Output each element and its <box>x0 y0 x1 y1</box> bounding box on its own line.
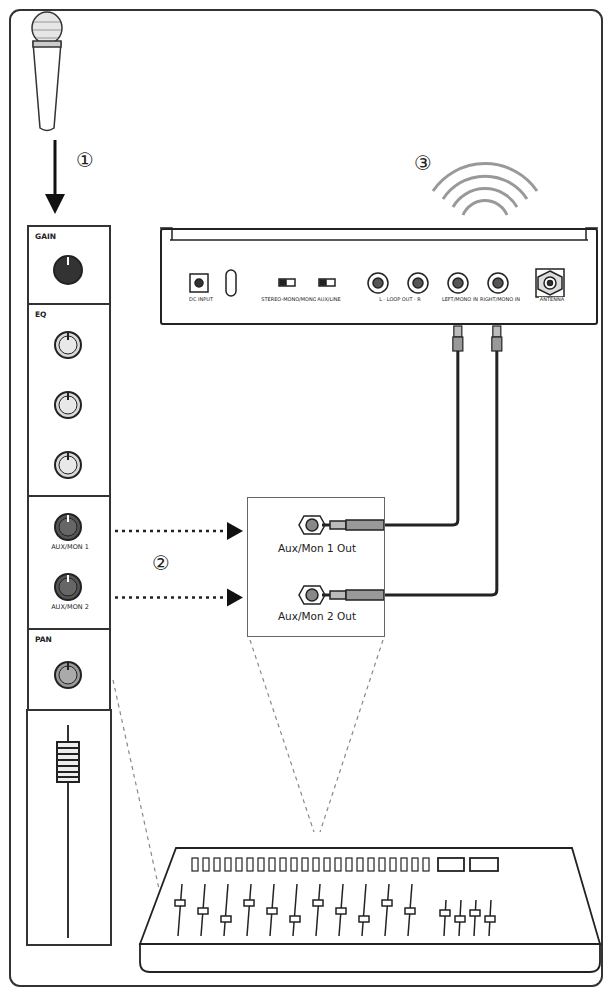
gain-section: GAIN <box>27 225 111 305</box>
wireless-waves <box>433 164 537 215</box>
eq-section: EQ <box>27 305 111 497</box>
aux-mon-2-control: AUX/MON 2 <box>27 565 111 630</box>
pan-section: PAN <box>27 630 111 710</box>
signal-arrow <box>115 522 243 540</box>
aux-output-panel: Aux/Mon 1 OutAux/Mon 2 Out <box>247 497 385 637</box>
callout-number: ③ <box>414 153 432 173</box>
port-label: STEREO-MONO/MONO <box>260 297 317 303</box>
output-jacks <box>299 516 384 604</box>
port-label: DC INPUT <box>188 297 214 303</box>
control-label: AUX/MON 1 <box>51 544 89 551</box>
port-label: AUX/LINE <box>316 297 341 303</box>
signal-arrow <box>45 140 65 214</box>
control-label: GAIN <box>35 233 56 241</box>
output-label: Aux/Mon 1 Out <box>278 543 356 555</box>
microphone <box>32 12 62 131</box>
audio-cable <box>385 326 463 525</box>
port-label: RIGHT/MONO IN <box>479 297 521 303</box>
aux-mon-1-control: AUX/MON 1 <box>27 497 111 565</box>
port-label: L · LOOP OUT · R <box>378 297 422 303</box>
control-label: PAN <box>35 636 52 644</box>
callout-number: ② <box>152 553 170 573</box>
channel-fader <box>27 710 111 945</box>
control-label: EQ <box>35 311 47 319</box>
mixing-console <box>140 848 600 972</box>
port-label: ANTENNA <box>539 297 565 303</box>
wireless-transmitter: DC INPUT STEREO-MONO/MONOAUX/LINE L · LOOP… <box>160 228 598 325</box>
callout-number: ① <box>76 150 94 170</box>
knobs <box>54 256 82 688</box>
transmitter-panel <box>160 228 598 297</box>
frame <box>10 10 602 986</box>
port-label: LEFT/MONO IN <box>441 297 479 303</box>
audio-cable <box>385 326 502 595</box>
output-label: Aux/Mon 2 Out <box>278 611 356 623</box>
control-label: AUX/MON 2 <box>51 604 89 611</box>
signal-arrow <box>115 589 243 607</box>
